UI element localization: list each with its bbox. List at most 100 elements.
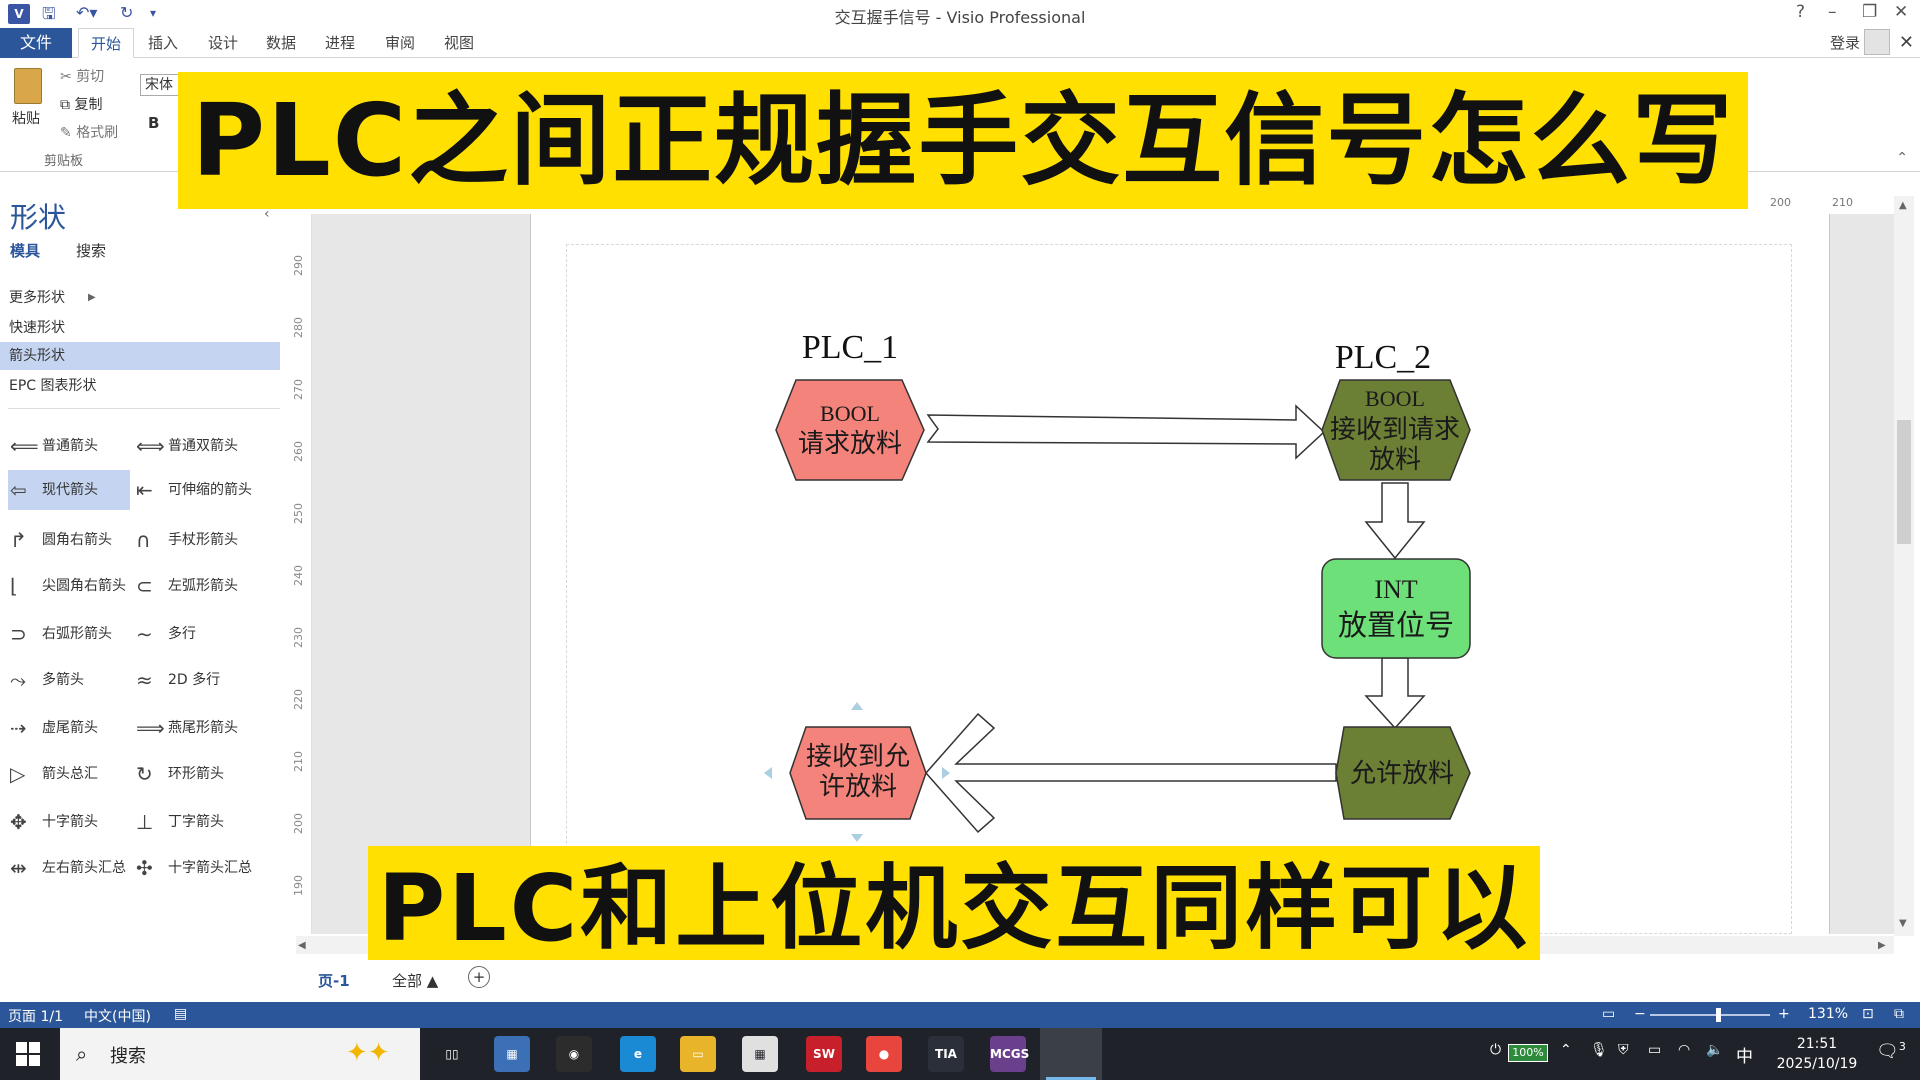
clock[interactable]: 21:51 2025/10/19 [1772, 1034, 1862, 1074]
ime-indicator[interactable]: 中 [1736, 1047, 1753, 1067]
shape-2d-multi-line[interactable]: ≈2D 多行 [134, 660, 256, 700]
macro-record-icon[interactable]: ▤ [174, 1006, 188, 1022]
chevron-up-icon[interactable]: ⌃ [1560, 1042, 1572, 1058]
help-button[interactable]: ? [1796, 2, 1806, 22]
resize-handle-icon[interactable] [764, 767, 772, 779]
zoom-in-button[interactable]: + [1778, 1006, 1790, 1022]
tab-file[interactable]: 文件 [0, 28, 72, 58]
fit-page-icon[interactable]: ⊡ [1862, 1006, 1874, 1022]
shape-double-arrow[interactable]: ⟺普通双箭头 [134, 426, 256, 466]
collapse-panel-icon[interactable]: ‹ [264, 206, 270, 222]
battery-indicator[interactable]: 100% [1508, 1044, 1548, 1062]
power-icon[interactable]: ⏻ [1490, 1042, 1502, 1058]
undo-icon[interactable]: ↶▾ [76, 3, 98, 22]
scroll-up-icon[interactable]: ▲ [1899, 200, 1907, 211]
copy-button[interactable]: ⧉ 复制 [60, 94, 102, 114]
shape-left-arc-arrow[interactable]: ⊂左弧形箭头 [134, 566, 256, 606]
start-button[interactable] [16, 1042, 40, 1066]
presentation-mode-icon[interactable]: ▭ [1602, 1006, 1616, 1022]
arrow-down-to-position[interactable] [1364, 482, 1426, 560]
taskbar-file-explorer[interactable]: ▭ [680, 1036, 716, 1072]
taskbar-edge[interactable]: e [620, 1036, 656, 1072]
menu-quick-shapes[interactable]: 快速形状 [9, 320, 65, 336]
zoom-level[interactable]: 131% [1808, 1006, 1849, 1022]
scroll-down-icon[interactable]: ▼ [1899, 918, 1907, 929]
arrow-request-to-plc2[interactable] [926, 404, 1326, 460]
all-pages-button[interactable]: 全部 ▲ [392, 970, 438, 991]
node-position-number[interactable]: INT 放置位号 [1321, 558, 1471, 659]
save-icon[interactable]: 🖫 [42, 4, 56, 23]
shape-dashed-tail-arrow[interactable]: ⇢虚尾箭头 [8, 708, 130, 748]
shape-multi-line[interactable]: ∼多行 [134, 614, 256, 654]
security-icon[interactable]: ⛨ [1618, 1042, 1629, 1058]
node-allow-discharge[interactable]: 允许放料 [1335, 726, 1471, 820]
tab-review[interactable]: 审阅 [385, 34, 416, 52]
menu-epc-shapes[interactable]: EPC 图表形状 [9, 378, 97, 394]
tab-home[interactable]: 开始 [78, 28, 135, 58]
redo-icon[interactable]: ↻ [120, 3, 134, 22]
collapse-ribbon-icon[interactable]: ⌃ [1896, 150, 1908, 166]
tab-page-1[interactable]: 页-1 [318, 972, 350, 990]
taskbar-calculator[interactable]: ▦ [494, 1036, 530, 1072]
tab-process[interactable]: 进程 [325, 34, 356, 52]
zoom-slider-thumb[interactable] [1716, 1008, 1721, 1022]
menu-more-shapes[interactable]: 更多形状 ▶ [0, 284, 280, 312]
shape-cross-arrow[interactable]: ✥十字箭头 [8, 802, 130, 842]
taskbar-camera-app[interactable]: ◉ [556, 1036, 592, 1072]
volume-icon[interactable]: 🔈 [1706, 1042, 1724, 1058]
vertical-scroll-thumb[interactable] [1897, 420, 1911, 544]
scroll-left-icon[interactable]: ◀ [298, 940, 306, 951]
minimize-button[interactable]: – [1828, 2, 1837, 22]
node-receive-request[interactable]: BOOL 接收到请求 放料 [1321, 379, 1471, 481]
shape-sharp-right-arrow[interactable]: ⌊尖圆角右箭头 [8, 566, 130, 606]
zoom-out-button[interactable]: − [1634, 1006, 1646, 1022]
tab-insert[interactable]: 插入 [148, 34, 179, 52]
microphone-icon[interactable]: 🎙 [1590, 1042, 1608, 1058]
shape-right-arc-arrow[interactable]: ⊃右弧形箭头 [8, 614, 130, 654]
shape-swallowtail-arrow[interactable]: ⟹燕尾形箭头 [134, 708, 256, 748]
shape-round-right-arrow[interactable]: ↱圆角右箭头 [8, 520, 130, 560]
shape-t-arrow[interactable]: ⊥丁字箭头 [134, 802, 256, 842]
tab-view[interactable]: 视图 [444, 34, 475, 52]
restore-button[interactable]: ❐ [1862, 2, 1878, 22]
bold-button[interactable]: B [148, 114, 160, 132]
page-indicator[interactable]: 页面 1/1 [8, 1009, 63, 1025]
shape-cross-junction[interactable]: ✣十字箭头汇总 [134, 848, 256, 888]
resize-handle-icon[interactable] [942, 767, 950, 779]
node-request-discharge[interactable]: BOOL 请求放料 [775, 379, 925, 481]
arrow-down-to-allow[interactable] [1364, 657, 1426, 730]
taskbar-solidworks[interactable]: SW [806, 1036, 842, 1072]
battery-icon[interactable]: ▭ [1648, 1042, 1662, 1058]
wifi-icon[interactable]: ◠ [1678, 1042, 1691, 1058]
shape-modern-arrow[interactable]: ⇦现代箭头 [8, 470, 130, 510]
language-indicator[interactable]: 中文(中国) [84, 1009, 151, 1025]
login-link[interactable]: 登录 [1829, 34, 1860, 52]
customize-toolbar-icon[interactable]: ▾ [150, 6, 157, 20]
add-page-button[interactable]: + [468, 966, 490, 988]
close-button[interactable]: ✕ [1894, 2, 1909, 22]
drawing-page[interactable] [530, 214, 1830, 934]
taskbar-mcgs[interactable]: MCGS [990, 1036, 1029, 1072]
menu-arrow-shapes[interactable]: 箭头形状 [0, 342, 280, 370]
zoom-slider[interactable] [1650, 1014, 1770, 1016]
avatar[interactable] [1864, 29, 1890, 55]
shape-multi-arrow[interactable]: ⤳多箭头 [8, 660, 130, 700]
shape-plain-arrow[interactable]: ⟸普通箭头 [8, 426, 130, 466]
paste-button[interactable]: 粘贴 [12, 111, 40, 127]
resize-handle-icon[interactable] [851, 834, 863, 842]
shape-circular-arrow[interactable]: ↻环形箭头 [134, 754, 256, 794]
format-painter-button[interactable]: ✎ 格式刷 [60, 122, 118, 142]
visio-app-icon[interactable]: V [8, 4, 30, 24]
taskbar-task-view[interactable]: ▯▯ [445, 1047, 459, 1061]
cut-button[interactable]: ✂ 剪切 [60, 66, 104, 86]
resize-handle-icon[interactable] [851, 702, 863, 710]
arrow-allow-to-plc1[interactable] [925, 712, 1337, 834]
tab-data[interactable]: 数据 [266, 34, 297, 52]
taskbar-ms-store[interactable]: ▦ [742, 1036, 778, 1072]
vertical-scrollbar[interactable] [1894, 196, 1914, 936]
shape-arrow-junction[interactable]: ▷箭头总汇 [8, 754, 130, 794]
node-receive-allow[interactable]: 接收到允 许放料 [764, 702, 950, 842]
shape-cane-arrow[interactable]: ∩手杖形箭头 [134, 520, 256, 560]
paste-icon[interactable] [14, 68, 42, 104]
switch-windows-icon[interactable]: ⧉ [1894, 1006, 1904, 1022]
